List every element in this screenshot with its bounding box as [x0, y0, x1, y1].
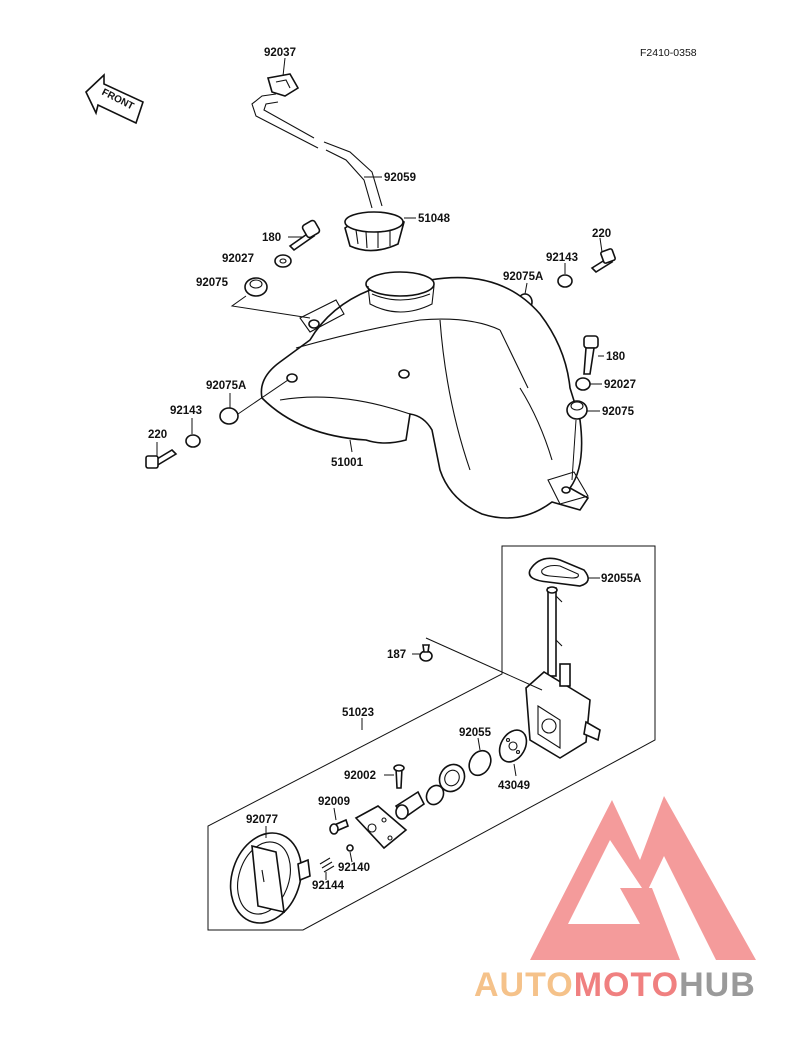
part-label-92140: 92140	[338, 862, 370, 874]
part-label-92002: 92002	[344, 770, 376, 782]
part-label-92055: 92055	[459, 727, 492, 739]
part-label-51048: 51048	[418, 213, 451, 225]
part-label-92055A: 92055A	[601, 573, 641, 585]
part-label-187: 187	[387, 649, 406, 661]
lever-spring-part	[425, 784, 445, 806]
front-arrow-icon: FRONT	[85, 73, 144, 125]
part-label-92037: 92037	[264, 47, 296, 59]
part-label-180-left: 180	[262, 232, 281, 244]
fuel-tap-knob-92077-part	[229, 832, 311, 924]
bolt-220-right-part	[590, 248, 616, 274]
hose-clip-part	[266, 73, 300, 97]
part-label-92144: 92144	[312, 880, 345, 892]
part-label-220-left: 220	[148, 429, 167, 441]
screw-92009-part	[329, 818, 349, 835]
watermark-part-hub: HUB	[679, 966, 756, 1004]
screw-92002-part	[393, 764, 405, 789]
valve-seal-part	[438, 763, 466, 793]
breather-hose-part	[251, 93, 383, 209]
part-label-92027-left: 92027	[222, 253, 254, 265]
watermark-text: AUTOMOTOHUB	[474, 966, 756, 1004]
part-label-92009: 92009	[318, 796, 350, 808]
damper-92075A-left-part	[219, 407, 239, 425]
fuel-tap-assembly-frame	[207, 545, 656, 931]
part-label-92027-right: 92027	[604, 379, 636, 391]
part-label-51023: 51023	[342, 707, 374, 719]
gasket-92055A-part	[528, 557, 589, 587]
bolt-180-left-part	[288, 219, 321, 252]
nut-92143-right-part	[557, 274, 573, 288]
fuel-tank-part	[260, 271, 590, 519]
bolt-180-right-part	[583, 335, 599, 375]
part-label-92075A-right: 92075A	[503, 271, 543, 283]
fuel-strainer-pipe-part	[546, 586, 563, 677]
washer-92027-right-part	[575, 377, 591, 391]
fuel-cock-body-part	[525, 663, 601, 759]
watermark-part-moto: MOTO	[574, 966, 679, 1004]
part-label-92075-left: 92075	[196, 277, 229, 289]
part-label-51001: 51001	[331, 457, 364, 469]
detent-ball-92140-part	[346, 844, 354, 852]
fuel-cap-part	[344, 211, 405, 252]
watermark-part-auto: AUTO	[474, 966, 574, 1004]
part-label-92077: 92077	[246, 814, 278, 826]
part-label-92075-right: 92075	[602, 406, 635, 418]
bolt-220-left-part	[145, 448, 178, 469]
part-label-43049: 43049	[498, 780, 530, 792]
part-label-92143-right: 92143	[546, 252, 578, 264]
damper-92075-left-part	[244, 277, 268, 297]
part-label-220-right: 220	[592, 228, 611, 240]
part-label-180-right: 180	[606, 351, 625, 363]
washer-92027-left-part	[274, 254, 292, 268]
watermark-logo	[530, 796, 756, 960]
nut-92143-left-part	[185, 434, 201, 448]
part-label-92075A-left: 92075A	[206, 380, 246, 392]
lever-shaft-part	[394, 790, 426, 820]
o-ring-92055-part	[468, 749, 492, 777]
part-label-92143-left: 92143	[170, 405, 202, 417]
screw-187-part	[419, 644, 433, 662]
damper-92075-right-part	[566, 400, 588, 420]
reference-code: F2410-0358	[640, 47, 697, 59]
spring-92144-part	[319, 857, 335, 873]
lever-plate-part	[354, 805, 408, 850]
valve-diaphragm-43049-part	[498, 729, 528, 763]
part-label-92059: 92059	[384, 172, 416, 184]
